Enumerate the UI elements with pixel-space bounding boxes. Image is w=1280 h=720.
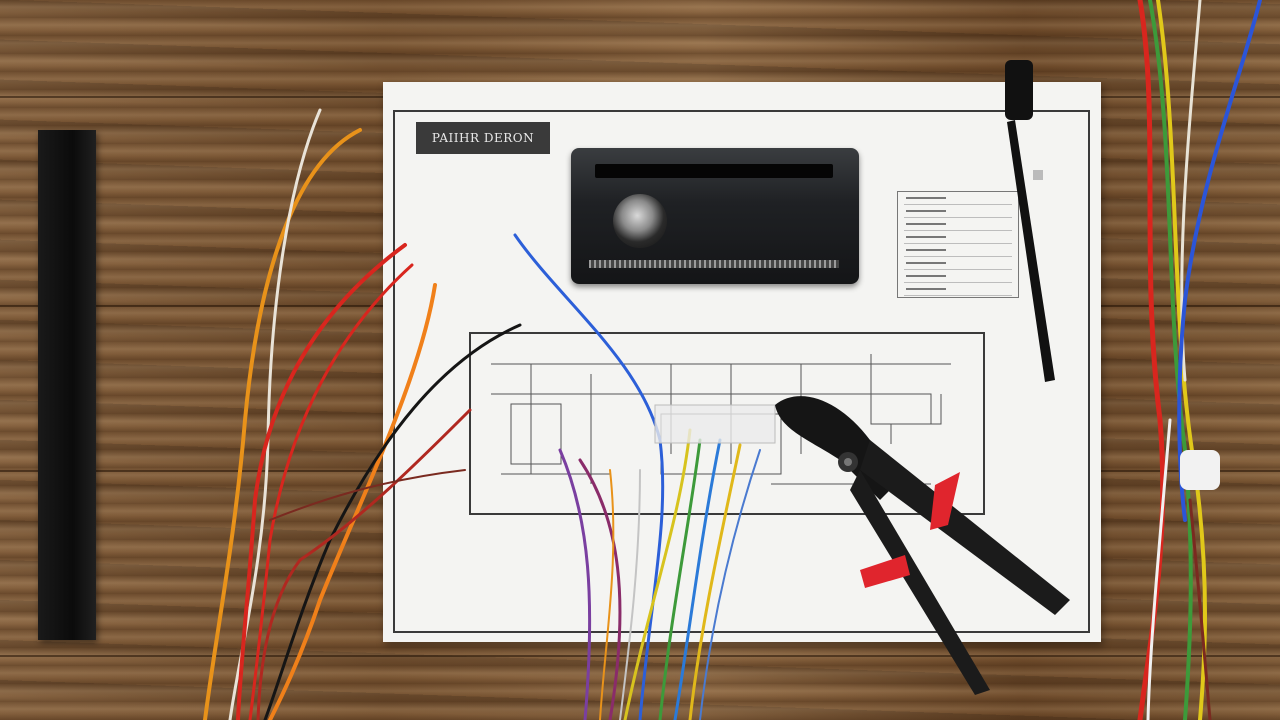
sheet-border [393,110,1090,633]
electrical-tape-strip [38,130,96,640]
spec-table-sketch [897,191,1019,298]
marker-pen [1005,60,1055,382]
car-stereo-unit [571,148,859,284]
volume-knob [613,194,667,248]
button-strip [589,260,839,268]
diagram-title: PAIIHR DERON [416,122,550,154]
cd-slot [595,164,833,178]
